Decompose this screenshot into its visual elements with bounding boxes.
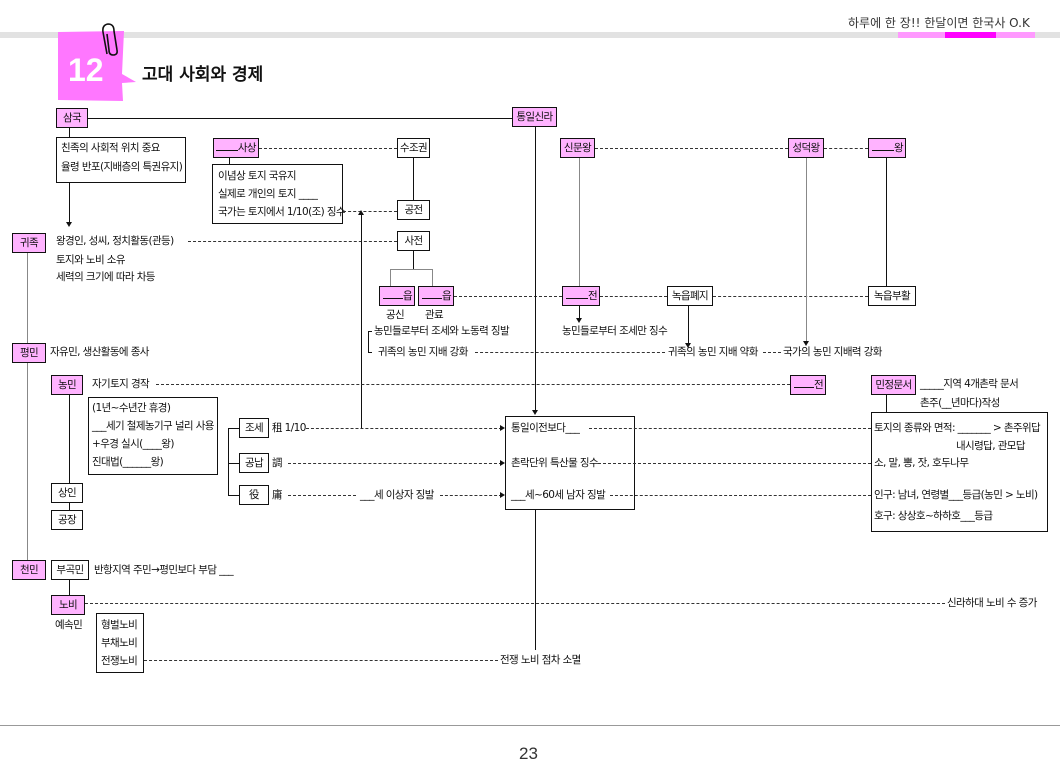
tax-gongnap: 공납 (239, 453, 269, 473)
tax-jose: 조세 (239, 418, 269, 438)
jeon-note: 농민들로부터 조세만 징수 (562, 325, 668, 337)
king-third: 왕 (868, 138, 906, 158)
war-nobi-decline: 전쟁 노비 점차 소멸 (500, 654, 581, 666)
tax-yeok-char: 庸 (272, 489, 283, 501)
tax-yeok: 役 (239, 485, 269, 505)
eup-2: 읍 (418, 286, 454, 306)
nobi-types-box: 형벌노비 부채노비 전쟁노비 (96, 613, 144, 673)
class-gongjang: 공장 (51, 510, 83, 530)
class-bugokmin: 부곡민 (51, 560, 89, 580)
minjeong-box (871, 412, 1048, 532)
effect-strengthen: 국가의 농민 지배력 강화 (783, 346, 882, 358)
minjeong-box-1: 토지의 종류와 면적: _______ > 촌주위답 (874, 422, 1041, 434)
tax-yeok-mid: ___세 이상자 징발 (360, 489, 434, 501)
minjeong-box-3: 소, 말, 뽕, 잣, 호두나무 (874, 457, 969, 469)
jeon-box: 전 (562, 286, 600, 306)
king-seongdeok: 성덕왕 (788, 138, 824, 158)
header-bar (0, 32, 1060, 38)
nogeup-abolish: 녹읍폐지 (667, 286, 713, 306)
sajeon: 사전 (397, 231, 430, 251)
minjeong-box-5: 호구: 상상호~하하호___등급 (874, 510, 993, 522)
class-nobi: 노비 (51, 595, 85, 615)
class-nongmin: 농민 (51, 375, 83, 395)
nobi-increase: 신라하대 노비 수 증가 (947, 597, 1037, 609)
minjeong-line-1: _____지역 4개촌락 문서 (920, 378, 1019, 390)
silla-tax-3: ___세~60세 남자 징발 (511, 489, 606, 501)
nongmin-box: (1년~수년간 휴경) ___세기 철제농기구 널리 사용 +우경 실시(___… (88, 397, 218, 475)
effect-weaken: 귀족의 농민 지배 약화 (668, 346, 758, 358)
gongjeon: 공전 (397, 200, 430, 220)
chapter-title: 고대 사회와 경제 (142, 65, 264, 85)
footer-rule (0, 725, 1060, 726)
minjeong-line-2: 촌주(__년마다)작성 (920, 397, 1000, 409)
silla-tax-2: 촌락단위 특산물 징수 (511, 457, 599, 469)
page-number: 23 (519, 744, 538, 763)
nogeup-restore: 녹읍부활 (868, 286, 916, 306)
class-cheonmin: 천민 (12, 560, 46, 580)
minjeong-box-2: 내시령답, 관모답 (956, 440, 1026, 452)
period-tongil-silla: 통일신라 (512, 107, 557, 127)
wangto-box: 이념상 토지 국유지 실제로 개인의 토지 ____ 국가는 토지에서 1/10… (212, 164, 346, 224)
samguk-box: 친족의 사회적 위치 중요 율령 반포(지배층의 특권유지) (56, 137, 186, 183)
nongmin-desc: 자기토지 경작 (92, 378, 150, 390)
silla-tax-1: 통일이전보다___ (511, 422, 580, 434)
gwijok-line-3: 세력의 크기에 따라 차등 (56, 271, 155, 283)
minjeong-box-4: 인구: 남녀, 연령별___등급(농민 > 노비) (874, 489, 1038, 501)
gwijok-line-2: 토지와 노비 소유 (56, 254, 126, 266)
sujogwon: 수조권 (397, 138, 430, 158)
header-accent (945, 32, 996, 38)
eup-1-sub: 공신 (386, 309, 405, 321)
pyeongmin-desc: 자유민, 생산활동에 종사 (50, 346, 149, 358)
tax-gongnap-char: 調 (272, 457, 283, 469)
chapter-number: 12 (68, 52, 104, 88)
wangto-sasang: 사상 (213, 138, 259, 158)
eup-note-2: 귀족의 농민 지배 강화 (378, 346, 468, 358)
class-sangin: 상인 (51, 483, 83, 503)
class-pyeongmin: 평민 (12, 343, 46, 363)
eup-2-sub: 관료 (425, 309, 444, 321)
nobi-sub: 예속민 (55, 619, 83, 631)
class-gwijok: 귀족 (12, 233, 46, 253)
eup-note-1: 농민들로부터 조세와 노동력 징발 (374, 325, 510, 337)
king-sinmun: 신문왕 (560, 138, 595, 158)
minjeong-label: 민정문서 (871, 375, 916, 395)
header-slogan: 하루에 한 장!! 한달이면 한국사 O.K (848, 16, 1030, 30)
period-samguk: 삼국 (56, 108, 88, 128)
gwijok-line-1: 왕경인, 성씨, 정치활동(관등) (56, 235, 174, 247)
eup-1: 읍 (379, 286, 415, 306)
paperclip-icon (102, 23, 118, 56)
bugokmin-desc: 반항지역 주민→평민보다 부담 ___ (94, 564, 234, 576)
tax-jose-char: 租 1/10 (272, 422, 306, 434)
jeongjeon-box: 전 (790, 375, 826, 395)
